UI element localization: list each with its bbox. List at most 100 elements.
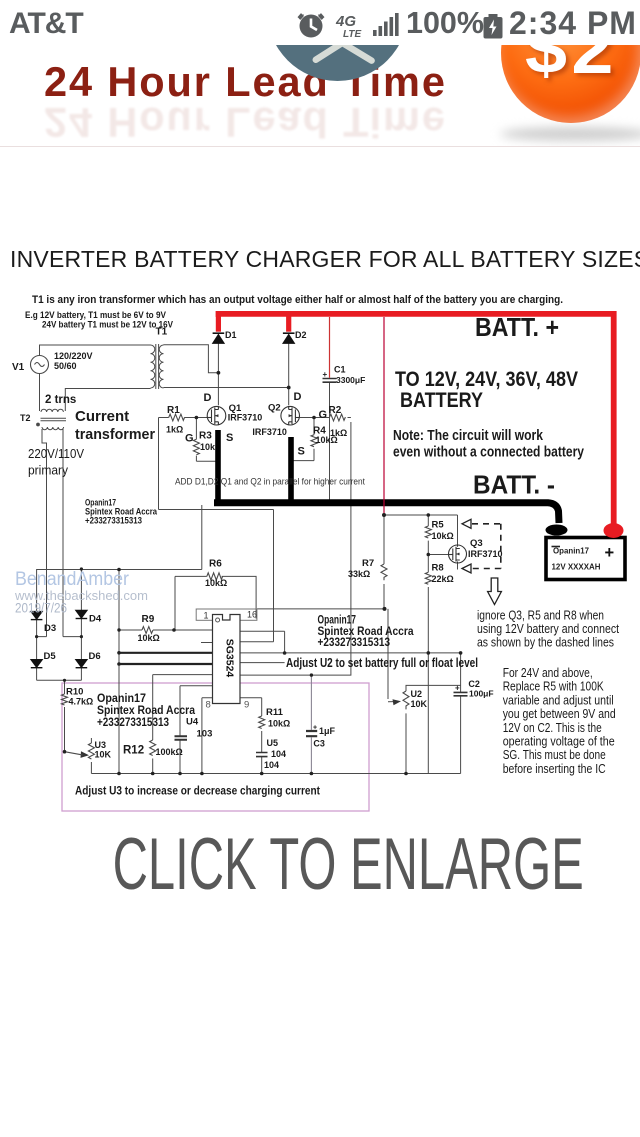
svg-text:Opanin17: Opanin17 bbox=[97, 691, 146, 705]
svg-text:Adjust U2 to set battery full: Adjust U2 to set battery full or float l… bbox=[286, 656, 478, 670]
svg-text:BenandAmber: BenandAmber bbox=[15, 569, 130, 590]
svg-text:ADD D1,D2 Q1 and Q2 in paralle: ADD D1,D2 Q1 and Q2 in parallel for high… bbox=[175, 477, 365, 488]
svg-text:R7: R7 bbox=[362, 558, 374, 569]
svg-text:U4: U4 bbox=[186, 717, 199, 728]
svg-text:24V battery T1 must be 12V to: 24V battery T1 must be 12V to 16V bbox=[42, 320, 174, 331]
svg-text:D3: D3 bbox=[44, 623, 56, 634]
svg-text:For 24V and above,: For 24V and above, bbox=[503, 666, 593, 680]
svg-text:22kΩ: 22kΩ bbox=[432, 574, 454, 584]
svg-text:D2: D2 bbox=[295, 330, 307, 340]
svg-text:C1: C1 bbox=[334, 365, 346, 375]
svg-text:+: + bbox=[455, 684, 460, 693]
svg-text:2019/7/26: 2019/7/26 bbox=[15, 601, 67, 616]
svg-text:as shown by the dashed lines: as shown by the dashed lines bbox=[477, 636, 614, 650]
svg-text:12V on C2. This is the: 12V on C2. This is the bbox=[503, 721, 602, 735]
svg-text:Spintex Road Accra: Spintex Road Accra bbox=[97, 703, 195, 717]
svg-text:T1: T1 bbox=[156, 327, 168, 338]
svg-text:+233273315313: +233273315313 bbox=[85, 516, 142, 526]
svg-text:G: G bbox=[185, 433, 194, 445]
svg-text:10k: 10k bbox=[200, 442, 216, 452]
svg-text:www.thebackshed.com: www.thebackshed.com bbox=[14, 588, 148, 603]
svg-text:Current: Current bbox=[75, 408, 129, 425]
svg-text:+: + bbox=[605, 544, 615, 562]
svg-text:1kΩ: 1kΩ bbox=[166, 425, 183, 435]
svg-text:Q2: Q2 bbox=[268, 403, 281, 414]
svg-text:Q3: Q3 bbox=[470, 538, 483, 549]
svg-text:10kΩ: 10kΩ bbox=[268, 719, 290, 729]
svg-text:SG. This must be done: SG. This must be done bbox=[503, 748, 606, 762]
svg-text:C2: C2 bbox=[468, 679, 480, 689]
svg-text:R3: R3 bbox=[199, 431, 212, 442]
svg-text:U5: U5 bbox=[267, 738, 279, 748]
svg-text:4G: 4G bbox=[335, 13, 356, 30]
svg-text:103: 103 bbox=[197, 729, 213, 740]
svg-text:3300μF: 3300μF bbox=[336, 375, 365, 385]
svg-text:R1: R1 bbox=[167, 405, 180, 416]
svg-text:D5: D5 bbox=[44, 651, 57, 662]
svg-text:T2: T2 bbox=[20, 413, 31, 423]
svg-text:BATT. +: BATT. + bbox=[475, 312, 559, 342]
svg-text:R12: R12 bbox=[123, 745, 144, 757]
svg-text:50/60: 50/60 bbox=[54, 361, 77, 371]
svg-text:Spintex Road Accra: Spintex Road Accra bbox=[85, 507, 157, 517]
svg-text:2 trns: 2 trns bbox=[45, 394, 76, 406]
svg-text:R9: R9 bbox=[142, 614, 155, 625]
svg-text:R2: R2 bbox=[329, 405, 342, 416]
svg-text:ignore Q3, R5 and R8 when: ignore Q3, R5 and R8 when bbox=[477, 609, 604, 623]
svg-text:G: G bbox=[319, 409, 328, 421]
svg-text:Opanin17: Opanin17 bbox=[318, 615, 357, 627]
svg-text:1kΩ: 1kΩ bbox=[330, 428, 347, 438]
svg-text:operating voltage of the: operating voltage of the bbox=[503, 735, 615, 749]
svg-text:IRF3710: IRF3710 bbox=[252, 427, 287, 437]
svg-text:LTE: LTE bbox=[343, 29, 361, 40]
svg-text:R5: R5 bbox=[432, 520, 445, 531]
svg-text:R6: R6 bbox=[209, 559, 222, 570]
svg-text:C3: C3 bbox=[313, 739, 325, 749]
svg-text:120/220V: 120/220V bbox=[54, 351, 93, 361]
svg-text:1μF: 1μF bbox=[319, 726, 336, 736]
svg-text:Note: The circuit will work: Note: The circuit will work bbox=[393, 428, 544, 444]
svg-text:+: + bbox=[313, 725, 317, 732]
svg-text:SG3524: SG3524 bbox=[224, 639, 236, 678]
svg-text:D4: D4 bbox=[89, 614, 102, 625]
svg-text:BATTERY: BATTERY bbox=[400, 388, 483, 412]
svg-text:IRF3710: IRF3710 bbox=[228, 413, 263, 423]
svg-text:Q1: Q1 bbox=[229, 403, 242, 414]
svg-text:primary: primary bbox=[28, 463, 68, 478]
svg-text:R8: R8 bbox=[432, 563, 444, 574]
svg-text:Spintex Road Accra: Spintex Road Accra bbox=[318, 626, 415, 638]
svg-text:S: S bbox=[298, 446, 305, 458]
svg-text:V1: V1 bbox=[12, 362, 25, 373]
svg-text:IRF3710: IRF3710 bbox=[468, 549, 503, 559]
svg-text:16: 16 bbox=[247, 610, 257, 620]
svg-text:10K: 10K bbox=[95, 750, 112, 760]
svg-text:even without a connected batte: even without a connected battery bbox=[393, 445, 584, 461]
svg-text:104: 104 bbox=[264, 760, 279, 770]
svg-text:220V/110V: 220V/110V bbox=[28, 446, 84, 461]
svg-text:D1: D1 bbox=[225, 330, 237, 340]
svg-text:S: S bbox=[226, 432, 233, 444]
svg-text:33kΩ: 33kΩ bbox=[348, 569, 370, 579]
svg-text:before inserting the IC: before inserting the IC bbox=[503, 762, 606, 776]
svg-text:Opanin17: Opanin17 bbox=[85, 498, 116, 508]
svg-text:Adjust U3 to increase or decre: Adjust U3 to increase or decrease chargi… bbox=[75, 784, 320, 798]
svg-text:variable and adjust until: variable and adjust until bbox=[503, 693, 614, 707]
svg-text:R10: R10 bbox=[66, 687, 83, 698]
svg-text:E.g 12V battery, T1 must be 6V: E.g 12V battery, T1 must be 6V to 9V bbox=[25, 310, 167, 321]
svg-text:T1 is any iron transformer whi: T1 is any iron transformer which has an … bbox=[32, 294, 563, 306]
svg-text:100kΩ: 100kΩ bbox=[156, 747, 183, 757]
svg-text:+233273315313: +233273315313 bbox=[318, 637, 391, 649]
svg-text:you get between 9V and: you get between 9V and bbox=[503, 707, 616, 721]
svg-text:8: 8 bbox=[206, 700, 211, 711]
svg-text:10kΩ: 10kΩ bbox=[138, 633, 160, 643]
svg-text:BATT. -: BATT. - bbox=[473, 470, 555, 500]
svg-text:D: D bbox=[294, 391, 302, 403]
svg-text:100μF: 100μF bbox=[469, 689, 494, 699]
svg-text:Replace R5 with 100K: Replace R5 with 100K bbox=[503, 680, 605, 694]
svg-text:9: 9 bbox=[244, 700, 249, 711]
svg-text:R4: R4 bbox=[313, 426, 326, 437]
svg-text:104: 104 bbox=[271, 749, 286, 759]
svg-text:10kΩ: 10kΩ bbox=[316, 435, 338, 445]
svg-text:10kΩ: 10kΩ bbox=[205, 578, 227, 588]
svg-text:10K: 10K bbox=[411, 699, 428, 709]
